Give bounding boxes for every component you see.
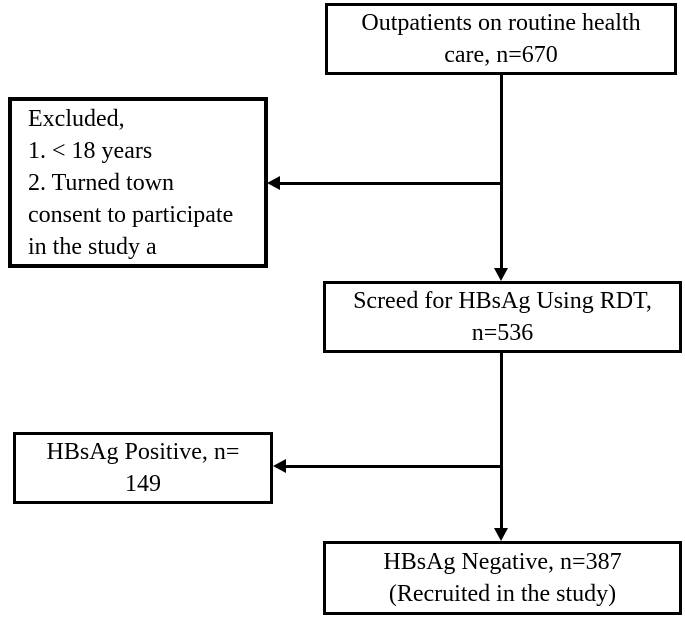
box-excluded-line: consent to participate — [28, 202, 234, 228]
connector-vertical-screened-to-negative — [500, 353, 503, 529]
box-outpatients: Outpatients on routine health care, n=67… — [325, 3, 677, 75]
box-excluded-line: Excluded, — [28, 106, 125, 132]
arrow-down-icon — [494, 528, 508, 541]
arrow-left-icon — [273, 459, 286, 473]
box-screened: Screed for HBsAg Using RDT, n=536 — [323, 281, 682, 353]
box-hbsag-positive-line: HBsAg Positive, n= — [46, 439, 240, 465]
box-hbsag-positive-line: 149 — [125, 471, 161, 497]
box-screened-line: n=536 — [471, 320, 534, 346]
box-screened-line: Screed for HBsAg Using RDT, — [353, 288, 652, 314]
connector-horizontal-to-positive — [285, 465, 502, 468]
box-hbsag-negative-line: (Recruited in the study) — [388, 581, 617, 607]
connector-vertical-outpatients-to-screened — [500, 75, 503, 269]
box-excluded: Excluded, 1. < 18 years 2. Turned town c… — [8, 97, 268, 268]
box-hbsag-negative: HBsAg Negative, n=387 (Recruited in the … — [323, 541, 682, 615]
box-outpatients-line: Outpatients on routine health — [361, 10, 641, 36]
connector-horizontal-to-excluded — [279, 182, 502, 185]
box-outpatients-line: care, n=670 — [444, 42, 558, 68]
arrow-left-icon — [267, 176, 280, 190]
box-hbsag-negative-line: HBsAg Negative, n=387 — [383, 549, 622, 575]
box-hbsag-positive: HBsAg Positive, n= 149 — [13, 432, 273, 504]
box-excluded-line: 2. Turned town — [28, 170, 175, 196]
box-excluded-line: 1. < 18 years — [28, 138, 153, 164]
box-excluded-line: in the study a — [28, 234, 157, 260]
arrow-down-icon — [494, 268, 508, 281]
